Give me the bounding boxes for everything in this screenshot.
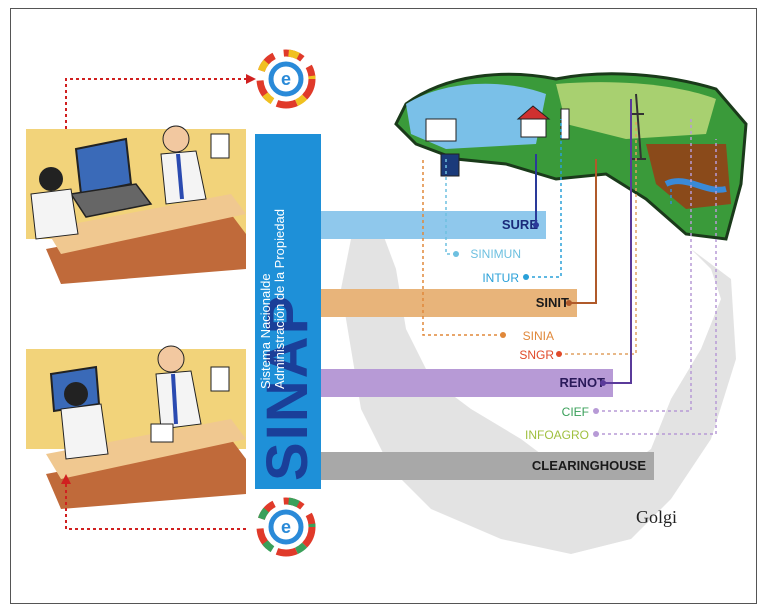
svg-text:e: e <box>281 517 291 537</box>
sinap-panel: SINAP Sistema Nacionalde Administración … <box>255 134 321 489</box>
svg-text:e: e <box>281 69 291 89</box>
bar-sure: SURE <box>321 211 546 239</box>
label-cief: CIEF <box>561 405 589 419</box>
label-sinia: SINIA <box>522 329 554 343</box>
arrow-top <box>65 74 256 129</box>
label-infoagro: INFOAGRO <box>524 428 589 442</box>
label-intur: INTUR <box>482 271 519 285</box>
bar-clearinghouse: CLEARINGHOUSE <box>321 452 654 480</box>
bar-sinit: SINIT <box>321 289 577 317</box>
logo-top: e <box>256 49 316 109</box>
arrow-bottom <box>61 474 246 530</box>
diagram-frame: e e SINAP Sistema Nacionalde Administr <box>10 8 757 604</box>
office-scene-bottom <box>26 345 246 509</box>
logo-bottom: e <box>256 497 316 557</box>
bar-renot: RENOT <box>321 369 613 397</box>
label-sngr: SNGR <box>519 348 554 362</box>
watermark-golgi: Golgi <box>636 507 678 527</box>
office-scene-top <box>26 125 246 284</box>
label-sinimun: SINIMUN <box>470 247 521 261</box>
connector-lines <box>422 99 717 437</box>
